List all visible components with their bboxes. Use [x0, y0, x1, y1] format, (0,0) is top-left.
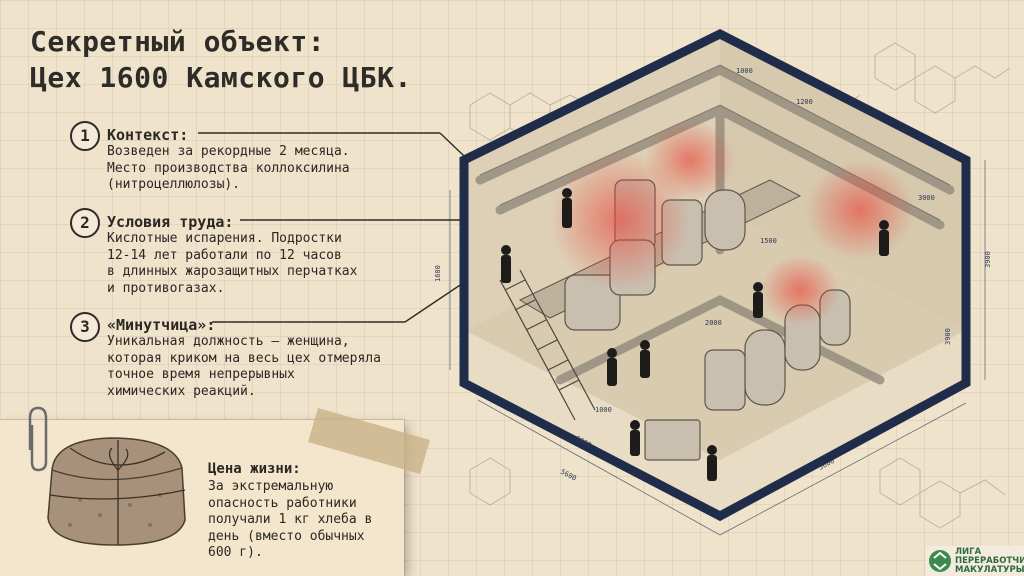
molecule-ring-c: [874, 42, 916, 91]
dimension-label-9: 1000: [595, 406, 612, 414]
paperclip-icon: [28, 406, 48, 472]
hexagon-frame: [459, 28, 971, 522]
dimension-label-6: 3000: [918, 194, 935, 202]
dimension-label-7: 1500: [760, 237, 777, 245]
section-3-text: Уникальная должность — женщина, которая …: [107, 334, 381, 399]
molecule-chain-b: [954, 65, 1011, 79]
section-1-text: Возведен за рекордные 2 месяца. Место пр…: [107, 144, 350, 192]
section-2-heading: Условия труда:: [107, 213, 234, 231]
molecule-ring-a: [469, 92, 511, 141]
dimension-label-4: 3900: [984, 251, 992, 268]
dimension-label-8: 2000: [705, 319, 722, 327]
logo-mark: [929, 550, 951, 572]
section-1-number: 1: [70, 121, 100, 151]
section-3-number: 3: [70, 312, 100, 342]
molecule-ring-f: [879, 457, 921, 506]
molecule-ring-d: [914, 65, 956, 114]
dimension-label-5: 1200: [796, 98, 813, 106]
dimension-label-12: 3900: [944, 328, 952, 345]
note-heading: Цена жизни:: [208, 461, 301, 477]
section-2-number: 2: [70, 208, 100, 238]
page-title-line-1: Секретный объект:: [30, 25, 326, 58]
molecule-chain-d: [959, 479, 1006, 496]
section-1-heading: Контекст:: [107, 126, 189, 144]
molecule-ring-e: [469, 457, 511, 506]
note-text: За экстремальную опасность работники пол…: [208, 479, 373, 560]
tape-strip: [308, 408, 430, 474]
bread-loaf-icon: [47, 437, 186, 546]
page-title: Секретный объект: Цех 1600 Камского ЦБК.: [30, 24, 412, 96]
dimension-label-1: 1600: [434, 265, 442, 282]
logo-text: ЛИГА ПЕРЕРАБОТЧИКОВ МАКУЛАТУРЫ: [955, 547, 1024, 575]
molecule-ring-g: [919, 480, 961, 529]
page-title-line-2: Цех 1600 Камского ЦБК.: [30, 61, 412, 94]
dimension-label-2: 1000: [736, 67, 753, 75]
section-3-heading: «Минутчица»:: [107, 316, 216, 334]
section-2-text: Кислотные испарения. Подростки 12-14 лет…: [107, 231, 358, 296]
